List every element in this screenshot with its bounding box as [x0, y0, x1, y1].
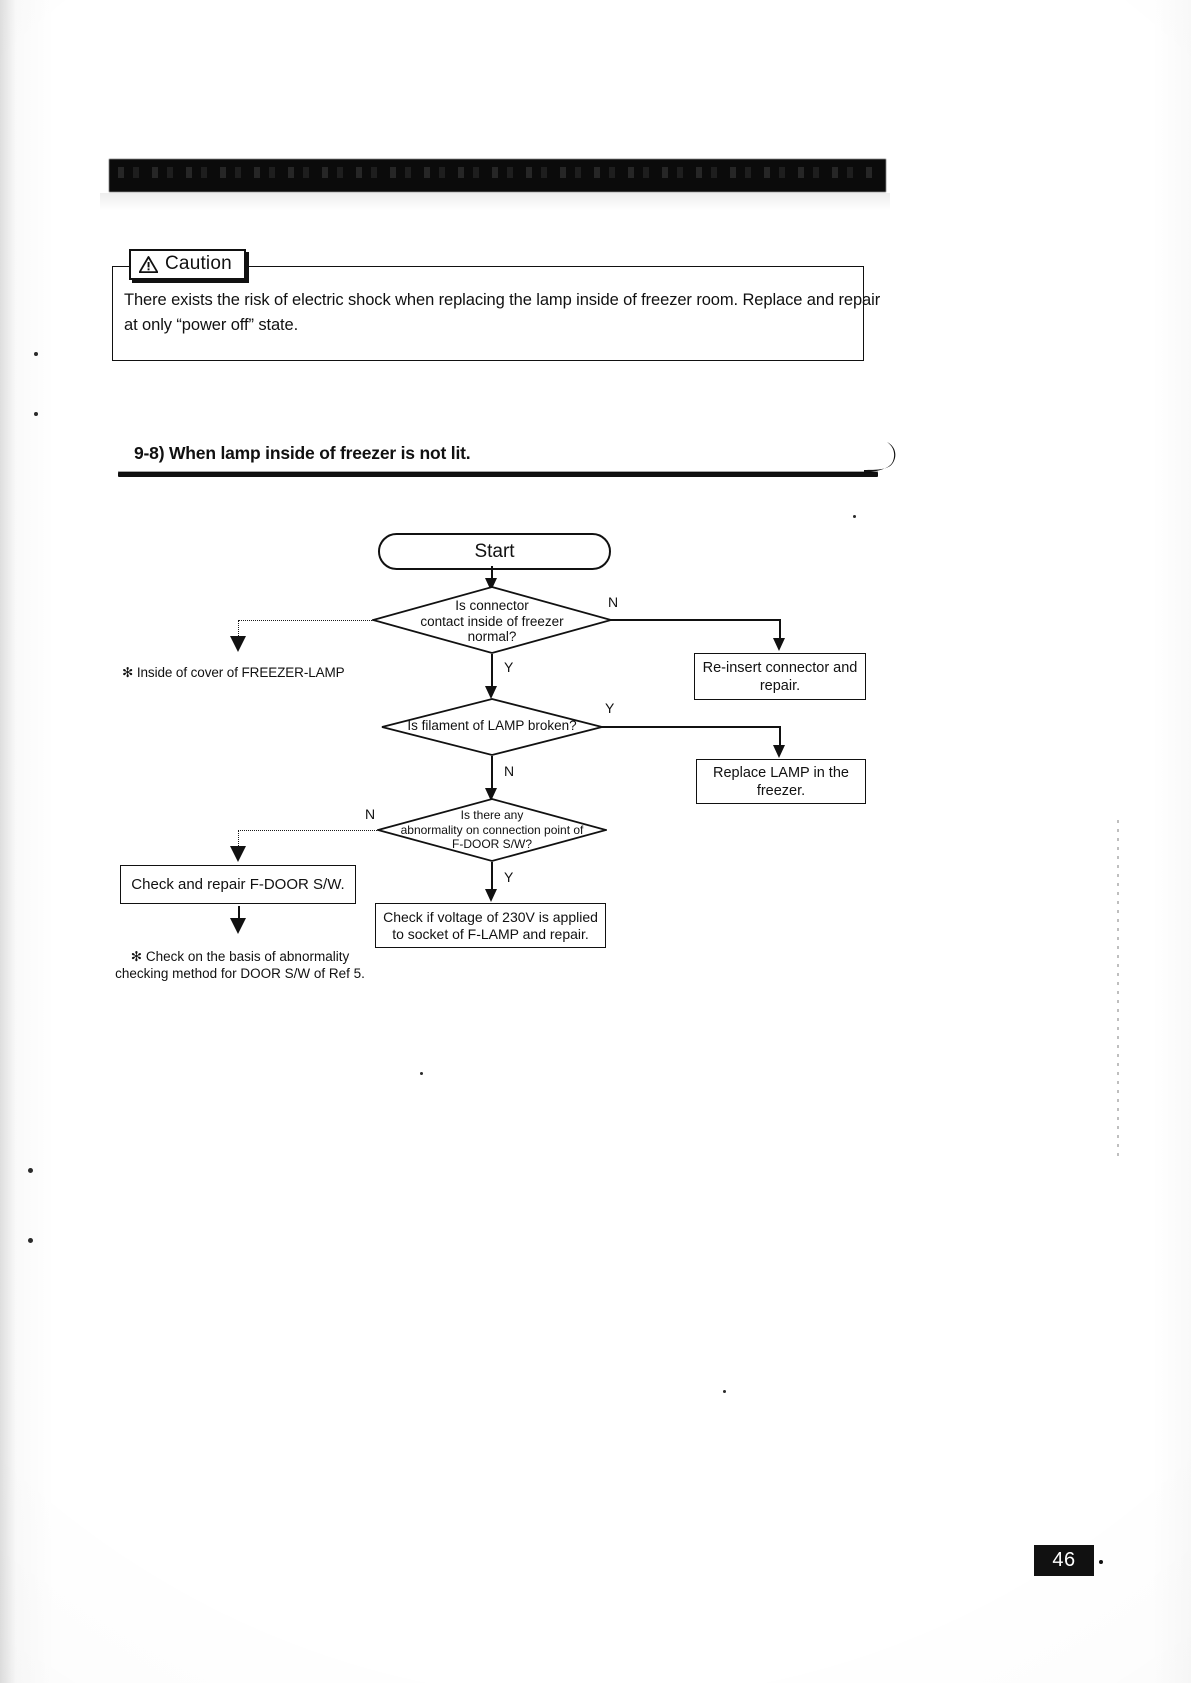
flow-text-line: Is connector	[455, 598, 529, 613]
flow-text-line: abnormality on connection point of	[400, 822, 584, 837]
annotation-lamp-cover: ✻ Inside of cover of FREEZER-LAMP	[122, 665, 345, 680]
header-bar-shadow	[100, 193, 890, 211]
flow-decision-door-sw-abnormality: Is there any abnormality on connection p…	[377, 798, 607, 862]
flow-box-reinsert-connector-label: Re-insert connector and repair.	[702, 659, 858, 694]
caution-box	[112, 266, 864, 361]
flow-connector-d2-yes-down	[779, 726, 781, 750]
flow-connector-start-to-d1	[491, 566, 493, 584]
flow-arrowhead	[230, 636, 246, 652]
section-heading: 9-8) When lamp inside of freezer is not …	[134, 443, 894, 464]
flow-box-replace-lamp-label: Replace LAMP in the freezer.	[713, 764, 849, 799]
flow-branch-label-d3-no: N	[365, 806, 376, 822]
page-edge-shadow	[0, 0, 16, 1683]
flow-annotation-line-door-sw	[238, 830, 377, 831]
scan-speck	[34, 412, 38, 416]
flow-box-check-voltage-label: Check if voltage of 230V is applied to s…	[383, 908, 598, 942]
flow-connector-d1-no-down	[779, 619, 781, 643]
caution-text: There exists the risk of electric shock …	[124, 291, 881, 334]
flow-box-check-voltage: Check if voltage of 230V is applied to s…	[375, 903, 606, 948]
flow-branch-label-d3-yes: Y	[504, 869, 514, 885]
footnote-line: ✻ Check on the basis of abnormality	[130, 949, 350, 964]
flow-arrowhead	[230, 918, 246, 934]
flow-decision-door-sw-abnormality-label: Is there any abnormality on connection p…	[377, 808, 607, 852]
flow-box-reinsert-connector: Re-insert connector and repair.	[694, 653, 866, 700]
scan-speck	[28, 1238, 33, 1243]
flow-decision-filament-broken-label: Is filament of LAMP broken?	[381, 718, 603, 734]
flow-text-line: Is there any	[460, 808, 524, 822]
page-number-badge: 46	[1034, 1545, 1094, 1576]
caution-label: Caution	[165, 253, 232, 274]
header-ghost-text	[118, 167, 879, 178]
flow-decision-filament-broken: Is filament of LAMP broken?	[381, 698, 603, 756]
scan-speck	[420, 1072, 423, 1075]
header-redaction-bar	[110, 160, 885, 191]
flow-connector-d1-no	[610, 619, 780, 621]
flow-branch-label-d1-yes: Y	[504, 659, 514, 675]
scan-speck	[28, 1168, 33, 1173]
page-number: 46	[1052, 1549, 1076, 1571]
flow-arrowhead	[773, 638, 785, 651]
section-title: 9-8) When lamp inside of freezer is not …	[134, 443, 471, 463]
flow-connector-door-sw-to-note	[238, 906, 240, 922]
warning-triangle-icon	[139, 255, 158, 273]
flow-connector-d1-yes	[491, 654, 493, 692]
flow-box-check-door-sw-label: Check and repair F-DOOR S/W.	[131, 875, 345, 893]
flow-branch-label-d2-yes: Y	[605, 700, 615, 716]
flow-text-line: F-DOOR S/W?	[452, 837, 532, 851]
flow-connector-d2-yes	[601, 726, 780, 728]
flow-node-start-label: Start	[474, 540, 515, 562]
caution-tab: Caution	[129, 249, 246, 280]
flow-annotation-line-door-sw-down	[238, 830, 239, 852]
flow-text-line: contact inside of freezer	[420, 613, 564, 629]
page-number-dot	[1099, 1560, 1103, 1564]
footnote-line: checking method for DOOR S/W of Ref 5.	[115, 966, 365, 981]
flow-connector-d2-no	[491, 756, 493, 794]
flow-annotation-line-lamp-cover-down	[238, 620, 239, 642]
flow-branch-label-d2-no: N	[504, 763, 515, 779]
scan-speck	[853, 515, 856, 518]
flow-decision-connector-contact-label: Is connector contact inside of freezer n…	[372, 598, 612, 645]
flow-text-line: Is filament of LAMP broken?	[407, 718, 577, 733]
flow-connector-d3-yes	[491, 862, 493, 895]
footnote-door-sw-method: ✻ Check on the basis of abnormality chec…	[95, 948, 385, 982]
flow-arrowhead	[230, 846, 246, 862]
scan-margin-strip	[1117, 820, 1119, 1160]
flow-arrowhead	[485, 788, 497, 801]
flow-branch-label-d1-no: N	[608, 594, 619, 610]
flow-annotation-line-lamp-cover	[238, 620, 372, 621]
flow-arrowhead	[485, 889, 497, 902]
section-rule	[118, 471, 878, 477]
flow-text-line: normal?	[467, 629, 517, 644]
section-rule-hook-icon	[862, 440, 902, 482]
flow-arrowhead	[485, 686, 497, 699]
flow-arrowhead	[773, 745, 785, 758]
scan-speck	[34, 352, 38, 356]
flow-node-start: Start	[378, 533, 611, 570]
flow-box-check-door-sw: Check and repair F-DOOR S/W.	[120, 865, 356, 904]
flow-decision-connector-contact: Is connector contact inside of freezer n…	[372, 586, 612, 654]
scan-speck	[723, 1390, 726, 1393]
flow-box-replace-lamp: Replace LAMP in the freezer.	[696, 759, 866, 804]
